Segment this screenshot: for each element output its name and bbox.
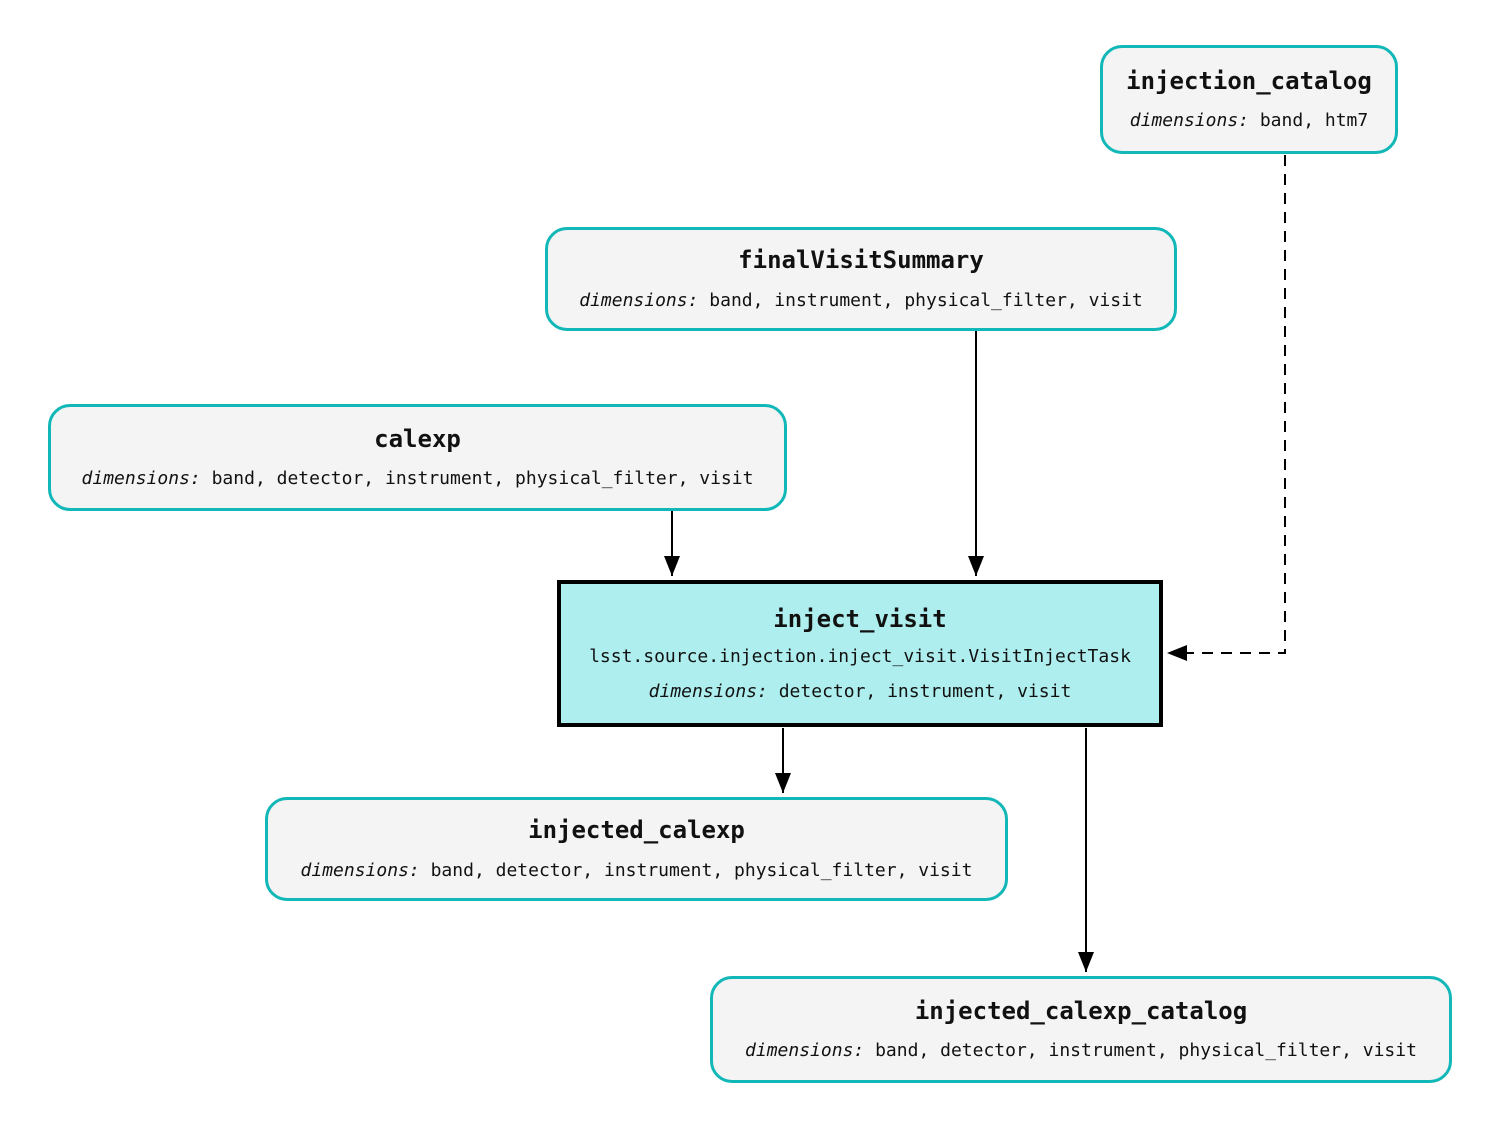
dimensions-label: dimensions:: [300, 859, 420, 881]
node-title: finalVisitSummary: [738, 246, 984, 275]
dimensions-label: dimensions:: [648, 680, 768, 702]
dimensions-value: band, instrument, physical_filter, visit: [709, 289, 1143, 311]
task-class-path: lsst.source.injection.inject_visit.Visit…: [589, 645, 1131, 667]
dimensions-value: band, detector, instrument, physical_fil…: [875, 1040, 1417, 1062]
dimensions-value: band, detector, instrument, physical_fil…: [430, 859, 973, 881]
node-title: inject_visit: [773, 604, 947, 633]
dimensions-value: band, htm7: [1259, 110, 1369, 132]
node-injected-calexp: injected_calexp dimensions: band, detect…: [265, 797, 1008, 901]
dimensions-label: dimensions:: [579, 289, 699, 311]
edge-injection-catalog-to-inject-visit: [1172, 155, 1286, 654]
node-injected-calexp-catalog: injected_calexp_catalog dimensions: band…: [710, 976, 1452, 1083]
node-calexp: calexp dimensions: band, detector, instr…: [48, 404, 787, 511]
node-title: injected_calexp: [528, 816, 745, 845]
node-dimensions: dimensions: band, htm7: [1130, 111, 1368, 131]
node-title: injected_calexp_catalog: [914, 996, 1248, 1025]
node-title: injection_catalog: [1126, 66, 1372, 95]
node-dimensions: dimensions: band, detector, instrument, …: [300, 859, 973, 881]
dimensions-value: detector, instrument, visit: [778, 680, 1072, 702]
dimensions-value: band, detector, instrument, physical_fil…: [211, 468, 754, 490]
node-injection-catalog: injection_catalog dimensions: band, htm7: [1100, 45, 1398, 154]
dimensions-label: dimensions:: [81, 468, 201, 490]
node-finalvisitsummary: finalVisitSummary dimensions: band, inst…: [545, 227, 1177, 331]
node-title: calexp: [374, 424, 461, 453]
node-dimensions: dimensions: band, detector, instrument, …: [745, 1041, 1417, 1061]
node-dimensions: dimensions: detector, instrument, visit: [648, 680, 1072, 702]
node-dimensions: dimensions: band, instrument, physical_f…: [579, 289, 1143, 311]
dimensions-label: dimensions:: [745, 1040, 865, 1062]
dimensions-label: dimensions:: [1129, 110, 1249, 132]
node-dimensions: dimensions: band, detector, instrument, …: [82, 469, 754, 489]
edge-injection-catalog-arrowhead: [1167, 645, 1187, 661]
node-inject-visit-task: inject_visit lsst.source.injection.injec…: [557, 580, 1163, 727]
